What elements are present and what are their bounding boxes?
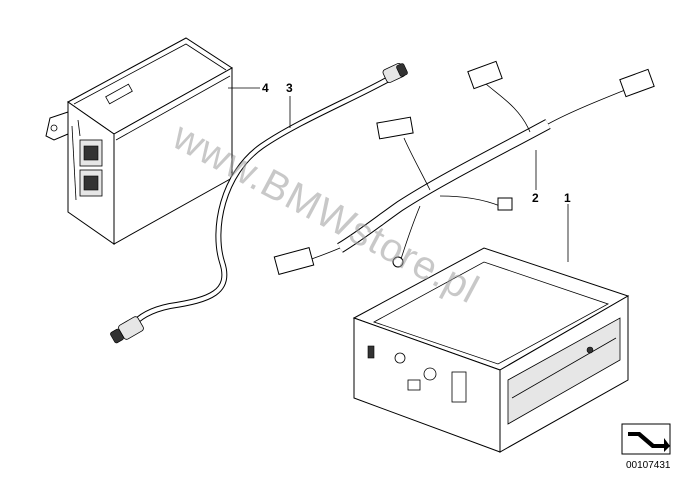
callout-3: 3 [286,81,293,95]
antenna-cable [110,63,408,344]
watermark-text: www.BMWstore.pl [165,114,486,313]
callout-2: 2 [532,191,539,205]
callout-1: 1 [564,191,571,205]
control-module [45,37,233,245]
callout-4: 4 [262,81,269,95]
bent-arrow-icon [621,423,671,455]
drive-unit [352,247,630,453]
wiring-harness [273,60,655,275]
leader-lines [228,87,569,262]
document-number: 00107431 [626,460,671,471]
